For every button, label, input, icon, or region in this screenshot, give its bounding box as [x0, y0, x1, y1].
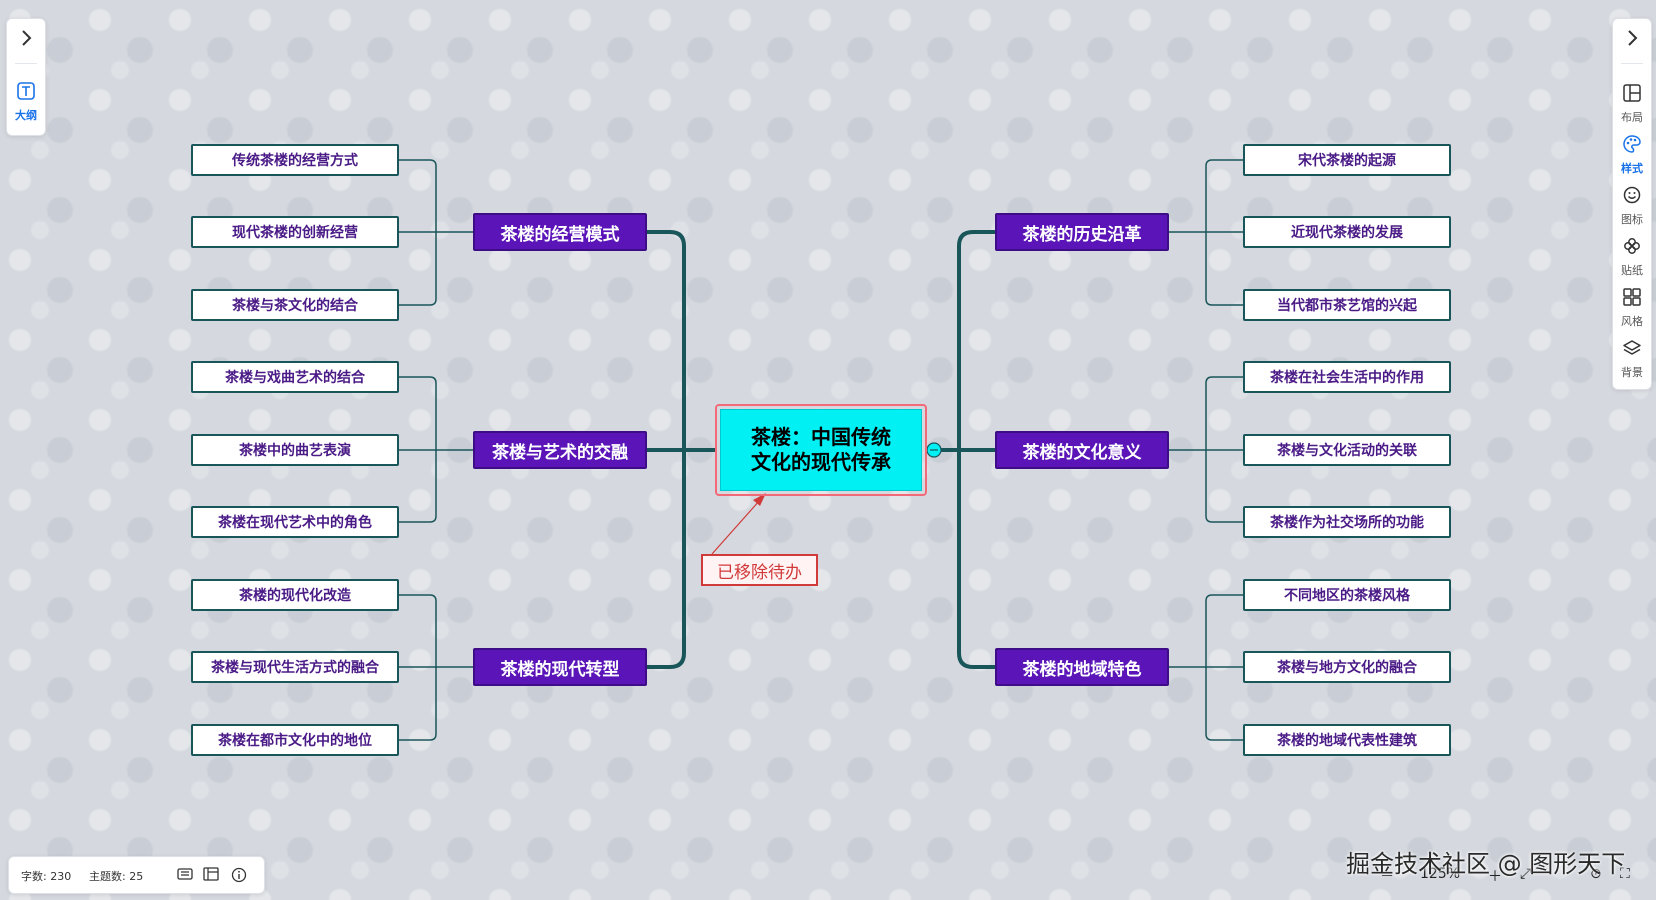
leaf-node[interactable]: 现代茶楼的创新经营: [191, 216, 399, 248]
background-label: 背景: [1621, 366, 1643, 379]
branch-node-culture[interactable]: 茶楼的文化意义: [995, 431, 1169, 469]
style-button[interactable]: 样式: [1613, 134, 1651, 176]
expand-left-panel-button[interactable]: [7, 29, 45, 55]
left-panel: 大纲: [6, 18, 46, 136]
collapse-right-panel-button[interactable]: [1613, 29, 1651, 55]
layout-label: 布局: [1621, 111, 1643, 124]
root-node[interactable]: 茶楼：中国传统 文化的现代传承: [720, 409, 922, 491]
outline-button[interactable]: 大纲: [7, 81, 45, 123]
leaf-node[interactable]: 近现代茶楼的发展: [1243, 216, 1451, 248]
sticker-button[interactable]: 贴纸: [1613, 236, 1651, 278]
root-title-line2: 文化的现代传承: [751, 450, 891, 474]
background-button[interactable]: 背景: [1613, 338, 1651, 380]
zoom-level[interactable]: 125%: [1420, 866, 1461, 882]
icon-label: 图标: [1621, 213, 1643, 226]
sticker-icon: [1624, 238, 1640, 254]
connector-left-1: [399, 159, 473, 306]
root-title-line1: 茶楼：中国传统: [751, 425, 891, 449]
theme-style-label: 风格: [1621, 315, 1643, 328]
leaf-node[interactable]: 茶楼与地方文化的融合: [1243, 651, 1451, 683]
branch-node-art-fusion[interactable]: 茶楼与艺术的交融: [473, 431, 647, 469]
chevron-right-icon: [22, 30, 32, 46]
leaf-node[interactable]: 不同地区的茶楼风格: [1243, 579, 1451, 611]
status-bar: 字数: 230 主题数: 25: [8, 856, 265, 894]
branch-node-business-model[interactable]: 茶楼的经营模式: [473, 213, 647, 251]
fit-view-icon[interactable]: ⤢: [1520, 866, 1532, 882]
layers-icon: [1623, 340, 1641, 355]
branch-node-history[interactable]: 茶楼的历史沿革: [995, 213, 1169, 251]
chevron-right-icon: [1628, 30, 1638, 46]
smiley-icon: [1623, 186, 1641, 204]
layout-button[interactable]: 布局: [1613, 83, 1651, 125]
zoom-bar: － 125% ＋ ⤢ ⊙ ⛶: [1362, 860, 1650, 890]
leaf-node[interactable]: 茶楼与茶文化的结合: [191, 289, 399, 321]
fullscreen-icon[interactable]: ⛶: [1620, 866, 1630, 882]
info-icon[interactable]: [231, 867, 247, 886]
palette-icon: [1623, 135, 1641, 153]
watermark: 掘金技术社区 @ 图形天下: [1346, 850, 1626, 878]
outline-text-icon: [17, 82, 35, 100]
leaf-node[interactable]: 茶楼与文化活动的关联: [1243, 434, 1451, 466]
leaf-node[interactable]: 茶楼与戏曲艺术的结合: [191, 361, 399, 393]
sticker-label: 贴纸: [1621, 264, 1643, 277]
leaf-node[interactable]: 茶楼在现代艺术中的角色: [191, 506, 399, 538]
branch-node-modern-transform[interactable]: 茶楼的现代转型: [473, 648, 647, 686]
connector-left-3: [399, 594, 473, 741]
leaf-node[interactable]: 茶楼在都市文化中的地位: [191, 724, 399, 756]
connector-right-3: [1169, 594, 1243, 741]
leaf-node[interactable]: 茶楼与现代生活方式的融合: [191, 651, 399, 683]
connector-left-2: [399, 376, 473, 523]
locate-icon[interactable]: ⊙: [1590, 866, 1602, 882]
connector-right-2: [1169, 376, 1243, 523]
zoom-in-icon[interactable]: ＋: [1488, 869, 1502, 885]
connector-main-left: [647, 230, 715, 669]
word-count: 字数: 230: [21, 870, 72, 883]
theme-style-button[interactable]: 风格: [1613, 287, 1651, 329]
leaf-node[interactable]: 茶楼在社会生活中的作用: [1243, 361, 1451, 393]
layout-icon: [1623, 84, 1641, 102]
layout-switch-icon[interactable]: [203, 867, 219, 884]
root-node-selection[interactable]: 茶楼：中国传统 文化的现代传承: [715, 404, 927, 496]
zoom-out-icon[interactable]: －: [1380, 869, 1394, 885]
note-arrow-head: [753, 493, 766, 506]
leaf-node[interactable]: 宋代茶楼的起源: [1243, 144, 1451, 176]
leaf-node[interactable]: 茶楼的地域代表性建筑: [1243, 724, 1451, 756]
leaf-node[interactable]: 茶楼中的曲艺表演: [191, 434, 399, 466]
leaf-node[interactable]: 传统茶楼的经营方式: [191, 144, 399, 176]
leaf-node[interactable]: 茶楼的现代化改造: [191, 579, 399, 611]
right-panel: 布局 样式 图标 贴纸 风格: [1612, 18, 1652, 390]
note-arrow-line: [711, 499, 761, 555]
style-label: 样式: [1621, 162, 1643, 175]
removed-todo-note: 已移除待办: [701, 554, 818, 586]
leaf-node[interactable]: 茶楼作为社交场所的功能: [1243, 506, 1451, 538]
topic-count: 主题数: 25: [89, 870, 144, 883]
connector-right-1: [1169, 159, 1243, 306]
leaf-node[interactable]: 当代都市茶艺馆的兴起: [1243, 289, 1451, 321]
outline-label: 大纲: [15, 109, 37, 122]
keyboard-icon[interactable]: [177, 867, 193, 884]
icon-button[interactable]: 图标: [1613, 185, 1651, 227]
grid-style-icon: [1623, 288, 1641, 306]
branch-node-region[interactable]: 茶楼的地域特色: [995, 648, 1169, 686]
